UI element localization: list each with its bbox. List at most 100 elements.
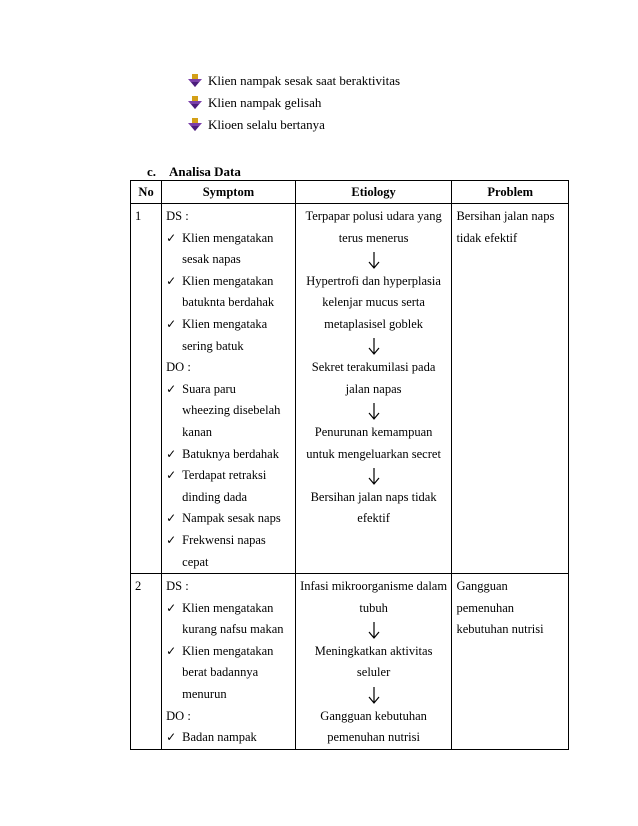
- cell-problem: Gangguan pemenuhan kebutuhan nutrisi: [451, 573, 569, 750]
- cell-problem: Bersihan jalan naps tidak efektif: [451, 202, 569, 575]
- problem-line: pemenuhan: [456, 600, 515, 615]
- symptom-item: ✓ Klien mengatakan batuknta berdahak: [166, 271, 291, 314]
- bullet-item: Klien nampak sesak saat beraktivitas: [188, 70, 400, 92]
- bullet-item: Klioen selalu bertanya: [188, 114, 400, 136]
- etiology-line: tubuh: [359, 600, 388, 615]
- arrow-bullet-icon: [188, 96, 202, 109]
- symptom-line: Suara paru: [182, 381, 236, 396]
- symptom-line: Terdapat retraksi: [182, 468, 267, 483]
- symptom-line: Klien mengatakan: [182, 230, 274, 245]
- bullet-text: Klien nampak sesak saat beraktivitas: [208, 73, 401, 88]
- cell-no: 2: [129, 573, 163, 750]
- symptom-line: berat badannya: [182, 665, 259, 680]
- check-icon: ✓: [166, 511, 177, 526]
- bullet-text: Klioen selalu bertanya: [208, 117, 325, 132]
- symptom-item: ✓ Nampak sesak naps: [166, 508, 291, 530]
- section-title: Analisa Data: [169, 164, 241, 179]
- symptom-text: Suara paru wheezing disebelah kanan: [182, 379, 280, 444]
- check-icon: ✓: [166, 643, 177, 658]
- symptom-line: dinding dada: [182, 489, 248, 504]
- check-icon: ✓: [166, 600, 177, 615]
- symptom-line: menurun: [182, 687, 227, 702]
- symptom-line: wheezing disebelah: [182, 403, 281, 418]
- symptom-text: Badan nampak: [182, 727, 257, 749]
- header-etiology: Etiology: [294, 180, 453, 204]
- etiology-line: efektif: [357, 511, 390, 526]
- symptom-item: ✓ Klien mengataka sering batuk: [166, 314, 291, 357]
- symptom-text: Klien mengataka sering batuk: [182, 314, 267, 357]
- do-label: DO :: [166, 360, 191, 375]
- section-label: c.: [147, 164, 157, 179]
- symptom-line: cepat: [182, 554, 209, 569]
- symptom-line: kanan: [182, 424, 212, 439]
- ds-label: DS :: [166, 209, 189, 223]
- ds-label: DS :: [166, 579, 189, 594]
- down-arrow-icon: [300, 400, 448, 422]
- etiology-line: metaplasisel goblek: [324, 316, 424, 331]
- check-icon: ✓: [166, 273, 177, 288]
- down-arrow-icon: [300, 465, 448, 487]
- etiology-line: Meningkatkan aktivitas: [314, 643, 433, 658]
- symptom-line: Klien mengataka: [182, 316, 268, 331]
- problem-line: Gangguan: [456, 579, 508, 594]
- etiology-line: jalan napas: [345, 381, 402, 396]
- symptom-item: ✓ Terdapat retraksi dinding dada: [166, 465, 291, 508]
- symptom-line: Klien mengatakan: [182, 643, 274, 658]
- etiology-line: Hypertrofi dan hyperplasia: [306, 273, 441, 288]
- symptom-line: batuknta berdahak: [182, 295, 275, 310]
- section-heading: c. Analisa Data: [147, 164, 241, 180]
- bullet-item: Klien nampak gelisah: [188, 92, 400, 114]
- table-header-row: No Symptom Etiology Problem: [129, 180, 569, 204]
- cell-no: 1: [129, 202, 163, 575]
- down-arrow-icon: [300, 619, 448, 641]
- symptom-line: Badan nampak: [182, 730, 257, 745]
- etiology-line: kelenjar mucus serta: [322, 295, 425, 310]
- arrow-bullet-icon: [188, 118, 202, 131]
- down-arrow-icon: [300, 249, 448, 271]
- symptom-item: ✓ Suara paru wheezing disebelah kanan: [166, 379, 291, 444]
- header-no: No: [129, 180, 163, 204]
- etiology-line: Sekret terakumilasi pada: [311, 360, 436, 375]
- etiology-line: untuk mengeluarkan secret: [306, 446, 441, 461]
- arrow-bullet-icon: [188, 74, 202, 87]
- down-arrow-icon: [300, 336, 448, 358]
- symptom-line: sering batuk: [182, 338, 244, 353]
- symptom-line: Frekwensi napas: [182, 532, 266, 547]
- symptom-text: Batuknya berdahak: [182, 444, 279, 466]
- check-icon: ✓: [166, 468, 177, 483]
- check-icon: ✓: [166, 381, 177, 396]
- etiology-line: Penurunan kemampuan: [314, 424, 433, 439]
- symptom-text: Frekwensi napas cepat: [182, 530, 266, 573]
- etiology-line: Bersihan jalan naps tidak: [310, 489, 437, 504]
- symptom-text: Klien mengatakan berat badannya menurun: [182, 641, 273, 706]
- problem-line: tidak efektif: [456, 230, 518, 245]
- symptom-item: ✓ Klien mengatakan berat badannya menurun: [166, 641, 291, 706]
- check-icon: ✓: [166, 230, 177, 245]
- etiology-line: Gangguan kebutuhan: [320, 708, 427, 723]
- problem-line: Bersihan jalan naps: [456, 209, 555, 223]
- header-symptom: Symptom: [161, 180, 296, 204]
- problem-line: kebutuhan nutrisi: [456, 622, 544, 637]
- symptom-line: Klien mengatakan: [182, 273, 274, 288]
- etiology-line: Terpapar polusi udara yang: [305, 209, 442, 223]
- etiology-line: Infasi mikroorganisme dalam: [300, 579, 448, 594]
- check-icon: ✓: [166, 316, 177, 331]
- symptom-text: Nampak sesak naps: [182, 508, 281, 530]
- check-icon: ✓: [166, 730, 177, 745]
- down-arrow-icon: [300, 684, 448, 706]
- symptom-item: ✓ Badan nampak: [166, 727, 291, 749]
- symptom-item: ✓Batuknya berdahak: [166, 444, 291, 466]
